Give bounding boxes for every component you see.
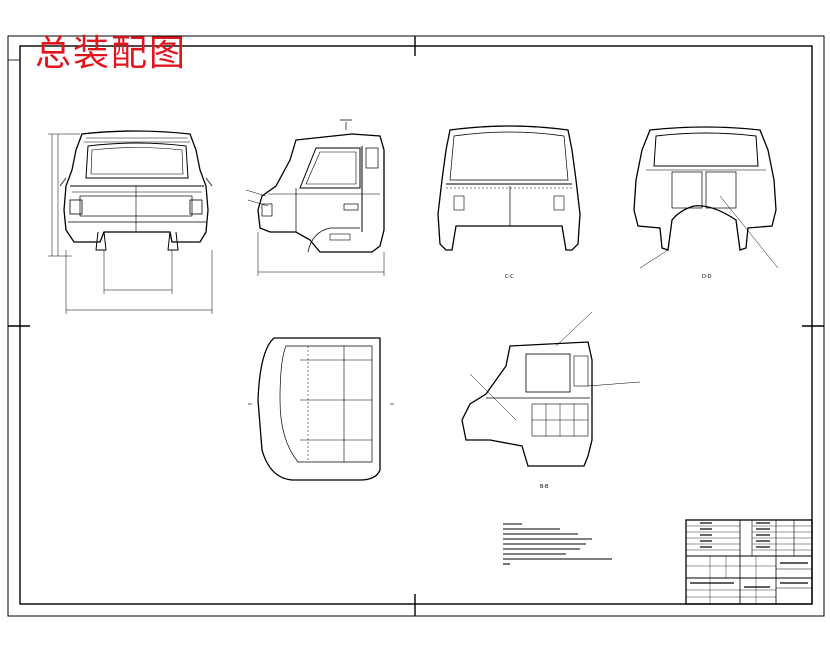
rear-view [437, 125, 581, 251]
technical-notes [503, 523, 612, 565]
rear-interior-caption: D-D [702, 274, 712, 280]
rear-view-caption: C-C [505, 274, 514, 280]
top-view [248, 337, 394, 481]
title-block-text-marks [690, 522, 808, 588]
inner-border [19, 45, 813, 605]
front-view-dimensions [48, 133, 213, 314]
rear-interior-view [633, 126, 779, 269]
section-view-caption: B-B [540, 484, 549, 490]
title-block [685, 519, 813, 605]
front-view [59, 130, 213, 251]
zone-marks [8, 36, 416, 61]
drawing-title: 总装配图 [35, 33, 188, 74]
side-view [257, 119, 385, 253]
side-view-dimensions [245, 189, 385, 276]
section-view [461, 311, 641, 467]
